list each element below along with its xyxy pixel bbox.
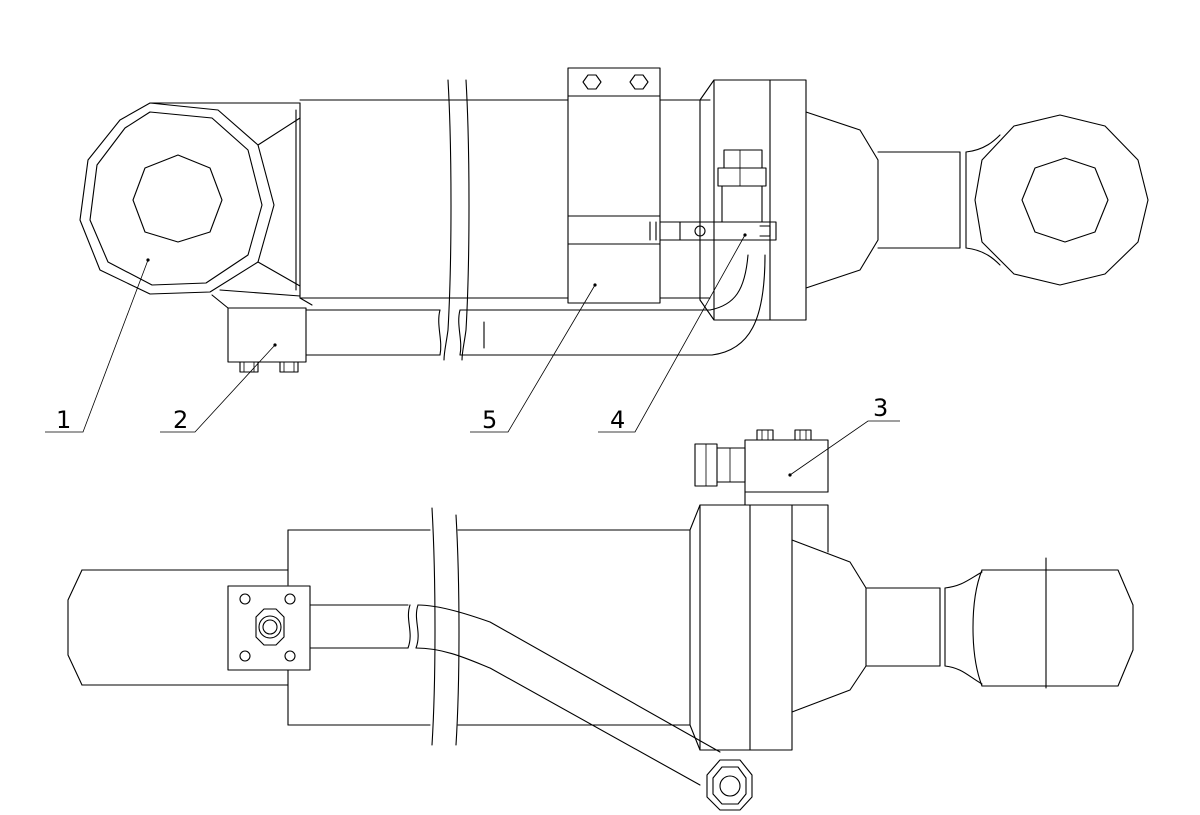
junction-block [695,430,828,552]
callout-label-1: 1 [56,406,71,434]
rear-eye-mount [80,103,300,298]
callout-5: 5 [470,283,597,434]
callouts: 1 2 3 4 5 [45,233,900,477]
front-eye-mount [975,115,1148,285]
callout-3: 3 [788,394,900,477]
break-lines-top [444,80,469,360]
callout-1: 1 [45,258,150,434]
callout-4: 4 [598,233,747,434]
clamp-bracket [568,68,680,303]
gland-flange [700,80,806,320]
feed-pipe-top [306,255,765,355]
callout-2: 2 [160,343,277,434]
rod-nose [806,112,1000,288]
top-view [80,68,1148,372]
rear-end-block [68,530,288,725]
rod-end-block [973,558,1133,688]
piston-rod-bottom [866,572,982,684]
callout-label-3: 3 [873,394,888,422]
tube-fitting [680,150,776,240]
bottom-view [68,430,1133,810]
bolt-flange [228,586,310,670]
port-block [212,295,306,372]
rod-nose-bottom [792,540,866,712]
callout-label-2: 2 [173,406,188,434]
callout-label-5: 5 [482,406,497,434]
feed-pipe-bottom [310,605,720,785]
break-lines-bottom [432,508,459,745]
callout-label-4: 4 [610,406,625,434]
gland-flange-bottom [690,505,792,750]
cylinder-barrel-bottom [288,530,690,725]
pipe-end-fitting [707,760,752,810]
